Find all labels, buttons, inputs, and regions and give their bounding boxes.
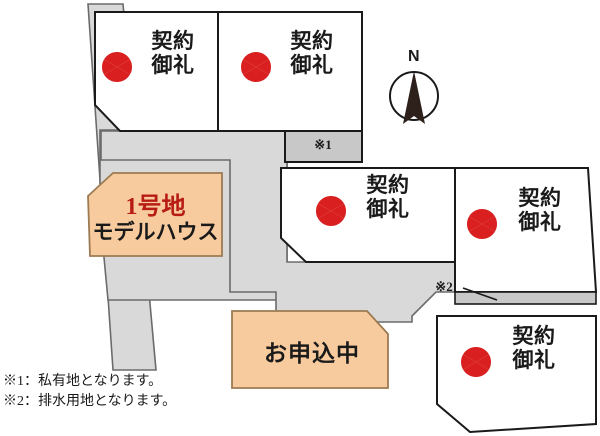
flower-seal-icon [460, 347, 492, 377]
plot-top-right-status: 契約 御礼 [272, 29, 352, 77]
flower-seal-icon [466, 209, 498, 239]
plot-model-house-shape[interactable] [87, 172, 223, 257]
footnotes: ※1：私有地となります。 ※2：排水用地となります。 [3, 372, 176, 413]
model-house-label: 1号地 モデルハウス [88, 194, 223, 244]
status-line-1: 契約 [151, 29, 195, 53]
flower-seal-icon [101, 51, 133, 82]
note1-mark: ※1 [314, 137, 332, 152]
flower-seal-icon [315, 196, 347, 226]
status-line-2: 御礼 [151, 52, 195, 77]
plot-bottom-right-status: 契約 御礼 [494, 324, 574, 372]
status-line-1: 契約 [290, 29, 334, 53]
status-line-2: 御礼 [518, 209, 562, 234]
footnote-2: ※2：排水用地となります。 [3, 394, 177, 410]
status-line-1: 契約 [512, 324, 556, 348]
status-line-1: 契約 [366, 173, 410, 197]
plot-top-left-status: 契約 御礼 [133, 29, 213, 77]
status-line-2: 御礼 [290, 52, 334, 77]
note2-mark: ※2 [435, 279, 453, 294]
plot-top-left-shape[interactable] [94, 11, 219, 132]
compass-north-icon [389, 71, 439, 124]
plot-bottom-right-shape[interactable] [436, 315, 597, 434]
flower-seal-icon [240, 51, 272, 82]
note2-leader-line [462, 287, 498, 301]
plot-middle-center-shape[interactable] [280, 167, 456, 263]
note1-area-shape[interactable] [284, 130, 363, 163]
status-line-1: 契約 [518, 186, 562, 210]
status-line-2: 御礼 [366, 196, 410, 221]
status-line-2: 御礼 [512, 347, 556, 372]
note2-area-shape[interactable] [454, 291, 597, 305]
plot-middle-right-status: 契約 御礼 [500, 186, 580, 234]
application-status-label: お申込中 [264, 341, 360, 366]
model-house-lot-number: 1号地 [125, 194, 186, 220]
compass-north-label: N [408, 48, 420, 65]
plot-middle-center-status: 契約 御礼 [348, 173, 428, 221]
footnote-1: ※1：私有地となります。 [3, 374, 163, 389]
plot-application-shape[interactable] [231, 310, 389, 389]
model-house-name: モデルハウス [92, 219, 219, 244]
